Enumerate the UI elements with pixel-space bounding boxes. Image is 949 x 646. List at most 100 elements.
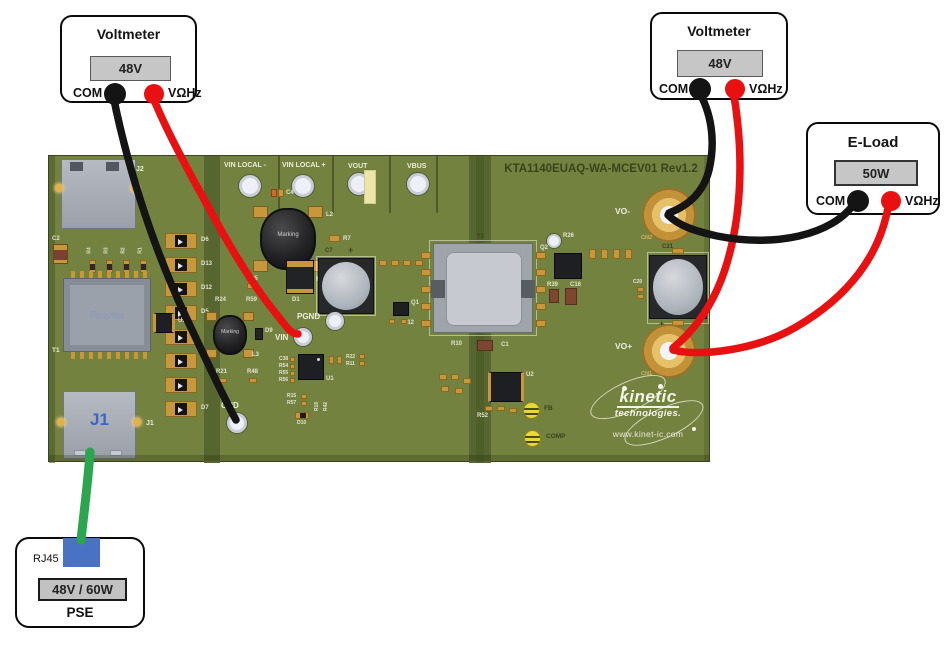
voltmeter-right-com-label: COM bbox=[659, 82, 689, 96]
connector-cn2-vo-minus bbox=[642, 188, 696, 242]
ref-r4: R4 bbox=[86, 247, 93, 254]
ref-r10: R10 bbox=[451, 341, 463, 347]
diode-d9 bbox=[255, 328, 263, 340]
ref-r12: R12 bbox=[403, 320, 415, 326]
smd-pad bbox=[337, 356, 342, 364]
ref-d7: D7 bbox=[201, 405, 209, 411]
smd-cap bbox=[549, 289, 559, 303]
ref-c4: C4 bbox=[286, 190, 294, 196]
voltmeter-left-com-label: COM bbox=[73, 86, 103, 100]
label-vo-minus: VO- bbox=[615, 206, 631, 216]
inductor-marking: Marking bbox=[277, 231, 299, 238]
ref-r7: R7 bbox=[343, 236, 351, 242]
voltmeter-right: Voltmeter 48V COM VΩHz bbox=[650, 12, 788, 100]
label-cn2: CN2 bbox=[641, 235, 653, 241]
rj45-connector-j2 bbox=[61, 159, 136, 229]
ref-d10: D10 bbox=[297, 420, 307, 426]
smd-pad bbox=[415, 260, 423, 266]
ref-q2: Q2 bbox=[540, 245, 549, 251]
smd-pad bbox=[249, 378, 257, 383]
pcb-zone bbox=[49, 156, 55, 463]
ref-r54: R54 bbox=[279, 363, 289, 369]
ref-c21: C21 bbox=[662, 244, 674, 250]
ref-r59: R59 bbox=[246, 297, 258, 303]
logo-dot bbox=[692, 427, 696, 431]
smd-pad bbox=[439, 374, 447, 380]
transformer-marking: Marking bbox=[89, 311, 125, 321]
diode bbox=[165, 233, 197, 249]
ref-d9: D9 bbox=[265, 328, 273, 334]
smd-pad bbox=[301, 394, 307, 399]
label-vbus: VBUS bbox=[407, 163, 427, 170]
ref-r57: R57 bbox=[287, 400, 297, 406]
smd-pad bbox=[391, 260, 399, 266]
voltmeter-left-com-probe bbox=[104, 83, 126, 105]
smd-pad bbox=[637, 287, 644, 292]
smd-pad bbox=[290, 364, 295, 369]
chip-u2 bbox=[488, 372, 524, 402]
capacitor-c7 bbox=[318, 258, 374, 314]
diode bbox=[165, 377, 197, 393]
smd-pad bbox=[455, 388, 463, 394]
label-vin-local-plus: VIN LOCAL + bbox=[282, 162, 326, 169]
voltmeter-left-vohm-probe bbox=[144, 84, 164, 104]
voltmeter-left-title: Voltmeter bbox=[96, 26, 161, 42]
evaluation-board: KTA1140EUAQ-WA-MCEV01 Rev1.2 VIN LOCAL -… bbox=[48, 155, 710, 463]
smd-pad bbox=[637, 294, 644, 299]
label-vin-local-minus: VIN LOCAL - bbox=[224, 162, 266, 169]
smd-pad bbox=[290, 378, 295, 383]
pcb-divider bbox=[332, 156, 334, 213]
ref-d1: D1 bbox=[292, 297, 300, 303]
diode-d10 bbox=[295, 412, 309, 419]
chip-u1 bbox=[298, 354, 324, 380]
pin-row bbox=[71, 271, 151, 278]
ref-u1: U1 bbox=[326, 376, 334, 382]
ref-r39: R39 bbox=[547, 282, 559, 288]
label-j1-silk: J1 bbox=[146, 420, 154, 427]
ref-r48: R48 bbox=[247, 369, 259, 375]
smd-pad bbox=[536, 269, 546, 276]
testpoint-comp bbox=[524, 430, 541, 447]
smd-pad bbox=[536, 320, 546, 327]
smd-pad bbox=[536, 252, 546, 259]
smd-pad bbox=[290, 357, 295, 362]
ref-d13: D13 bbox=[201, 261, 213, 267]
smd-pad bbox=[672, 248, 684, 254]
label-t1: T1 bbox=[52, 347, 60, 354]
ref-c5: C5 bbox=[250, 276, 258, 282]
diode bbox=[165, 353, 197, 369]
testpoint-vbus bbox=[407, 173, 429, 195]
ref-r22: R22 bbox=[346, 354, 356, 360]
smd-pad bbox=[401, 319, 407, 324]
connector-tab bbox=[106, 162, 119, 171]
transformer-clip bbox=[431, 280, 445, 298]
label-gnd: GND bbox=[221, 401, 239, 410]
inductor-l3: Marking bbox=[206, 311, 254, 359]
smd-pad bbox=[589, 249, 596, 259]
pse-rating-display: 48V / 60W bbox=[38, 578, 127, 601]
ref-t2: T2 bbox=[477, 234, 485, 240]
pse-rj45-label: RJ45 bbox=[33, 553, 59, 565]
voltmeter-right-title: Voltmeter bbox=[687, 23, 751, 39]
connector-foot bbox=[74, 450, 86, 456]
label-fb: FB bbox=[544, 405, 553, 412]
pcb-divider bbox=[436, 156, 438, 213]
logo-brand: kinetic bbox=[617, 387, 679, 408]
smd-pad bbox=[359, 354, 365, 359]
label-vout: VOUT bbox=[348, 163, 368, 170]
pcb-divider bbox=[389, 156, 391, 213]
voltmeter-right-com-probe bbox=[689, 78, 711, 100]
ref-u2: U2 bbox=[526, 372, 534, 378]
eload: E-Load 50W COM VΩHz bbox=[806, 122, 940, 215]
voltmeter-right-display: 48V bbox=[677, 50, 763, 77]
inductor-marking: Marking bbox=[221, 329, 239, 336]
capacitor-top bbox=[653, 259, 703, 315]
pse-rj45-port bbox=[63, 538, 100, 567]
smd-pad bbox=[536, 286, 546, 293]
chip-q2 bbox=[554, 253, 582, 279]
smd-pad bbox=[613, 249, 620, 259]
c7-polarity: + bbox=[348, 245, 354, 255]
label-pgnd: PGND bbox=[297, 312, 321, 321]
testpoint-vin-local-minus bbox=[239, 175, 261, 197]
pin1-dot bbox=[317, 358, 320, 361]
